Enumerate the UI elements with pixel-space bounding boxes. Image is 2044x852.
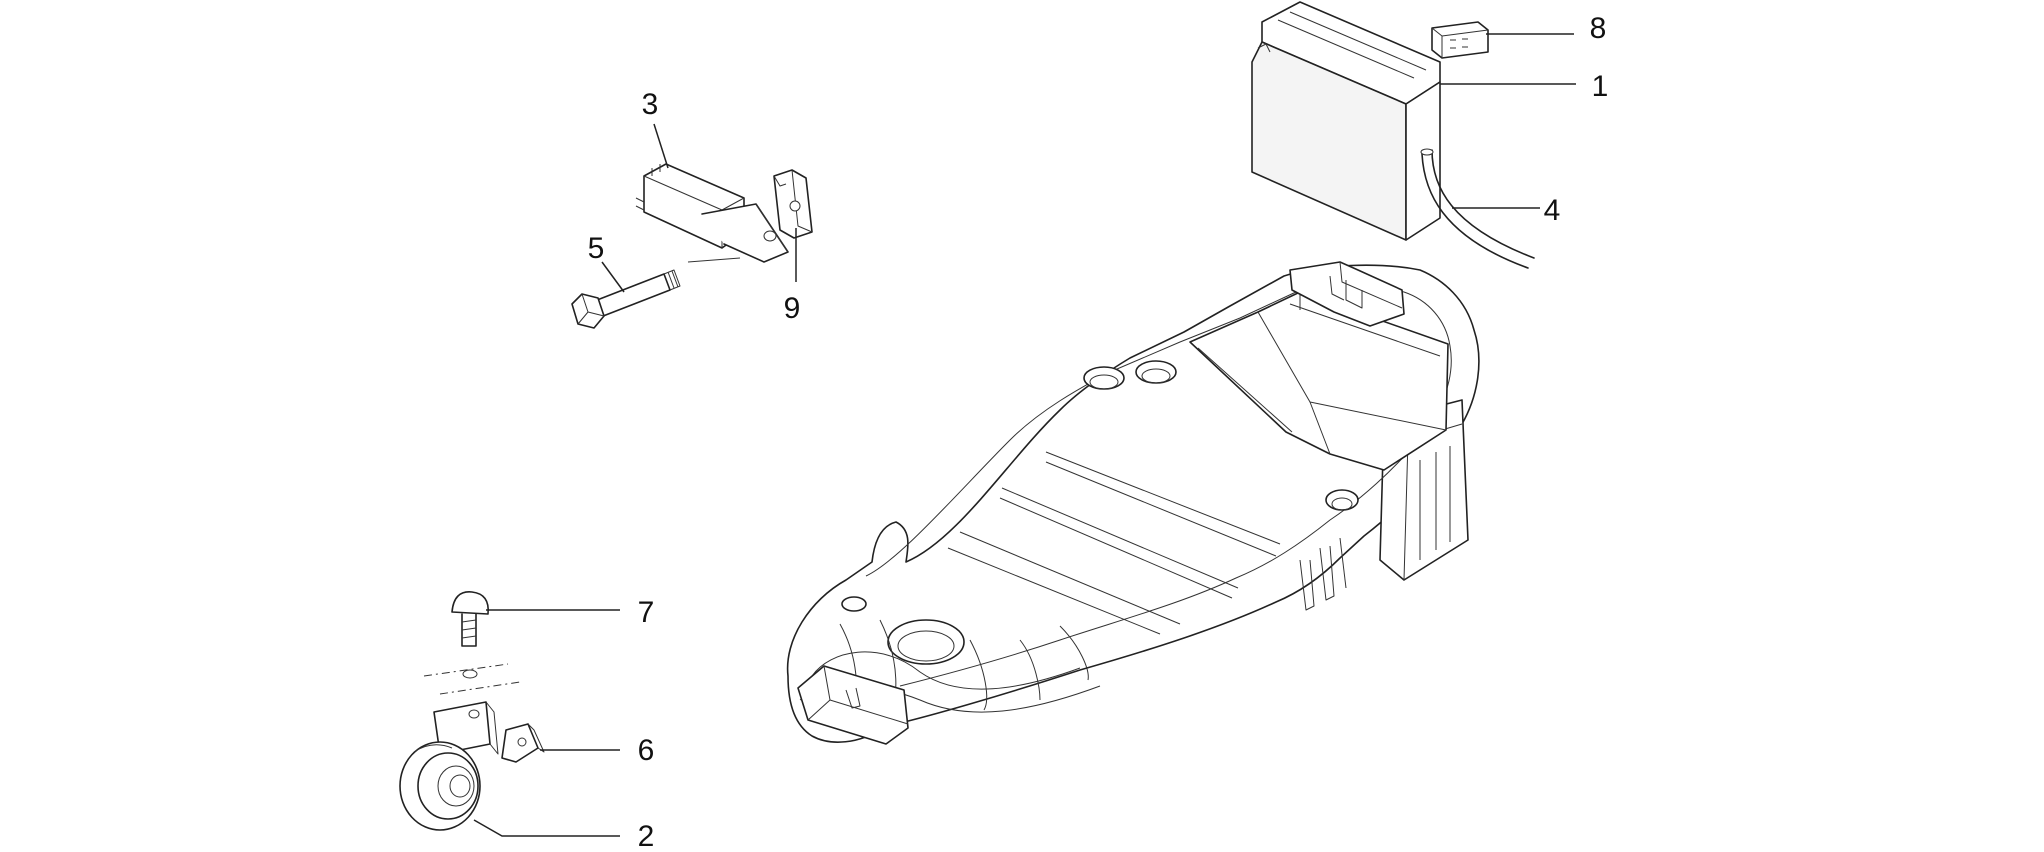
part-8-connector	[1431, 21, 1489, 59]
leader-lines	[473, 33, 1576, 837]
part-5-bolt	[571, 269, 681, 329]
leader-3	[653, 123, 669, 169]
part-3-relay	[635, 163, 789, 263]
callout-1: 1	[1592, 70, 1609, 103]
callout-8: 8	[1590, 12, 1607, 45]
leader-2	[473, 819, 620, 837]
callout-5: 5	[588, 232, 605, 265]
callout-2: 2	[638, 820, 655, 852]
callout-7: 7	[638, 596, 655, 629]
assembly-axis	[423, 663, 521, 695]
floor-panel-frame	[786, 261, 1480, 745]
callout-4: 4	[1544, 194, 1561, 227]
callout-3: 3	[642, 88, 659, 121]
leader-5	[601, 261, 625, 293]
part-6-clip	[501, 723, 545, 763]
part-4-vent-tube	[1420, 148, 1535, 269]
callout-6: 6	[638, 734, 655, 767]
part-7-bolt	[451, 591, 489, 647]
callout-labels: 8 1 4 3 5 9 7 6 2	[588, 12, 1609, 852]
callout-9: 9	[784, 292, 801, 325]
part-9-clip-nut	[773, 169, 813, 239]
part-1-battery	[1251, 1, 1441, 241]
part-2-horn	[399, 701, 499, 831]
